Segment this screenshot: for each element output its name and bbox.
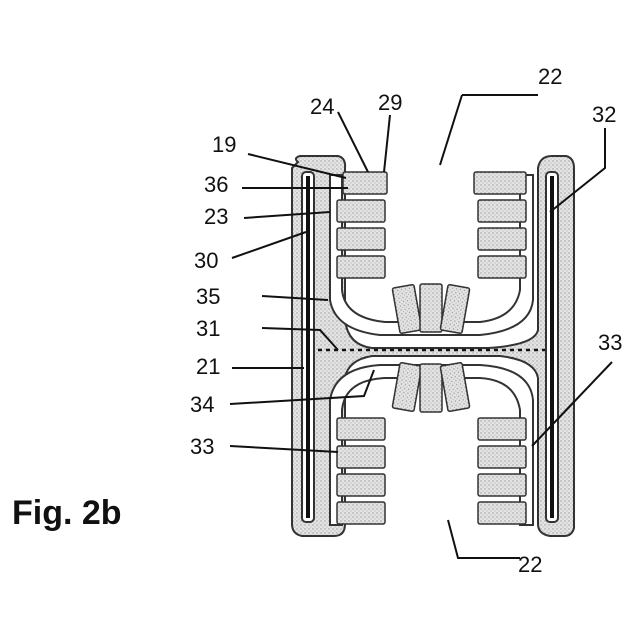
label-33-right: 33 bbox=[598, 330, 622, 355]
label-34: 34 bbox=[190, 392, 214, 417]
lower-opening bbox=[390, 395, 480, 535]
figure-caption: Fig. 2b bbox=[12, 494, 122, 532]
label-21: 21 bbox=[196, 354, 220, 379]
label-33-left: 33 bbox=[190, 434, 214, 459]
right-rail bbox=[546, 172, 558, 522]
label-19: 19 bbox=[212, 132, 236, 157]
label-32: 32 bbox=[592, 102, 616, 127]
label-31: 31 bbox=[196, 316, 220, 341]
label-22-bottom: 22 bbox=[518, 552, 542, 577]
left-rail bbox=[302, 172, 314, 522]
label-23: 23 bbox=[204, 204, 228, 229]
label-29: 29 bbox=[378, 90, 402, 115]
label-35: 35 bbox=[196, 284, 220, 309]
label-30: 30 bbox=[194, 248, 218, 273]
upper-opening bbox=[390, 95, 480, 310]
label-24: 24 bbox=[310, 94, 334, 119]
label-36: 36 bbox=[204, 172, 228, 197]
label-22-top: 22 bbox=[538, 64, 562, 89]
